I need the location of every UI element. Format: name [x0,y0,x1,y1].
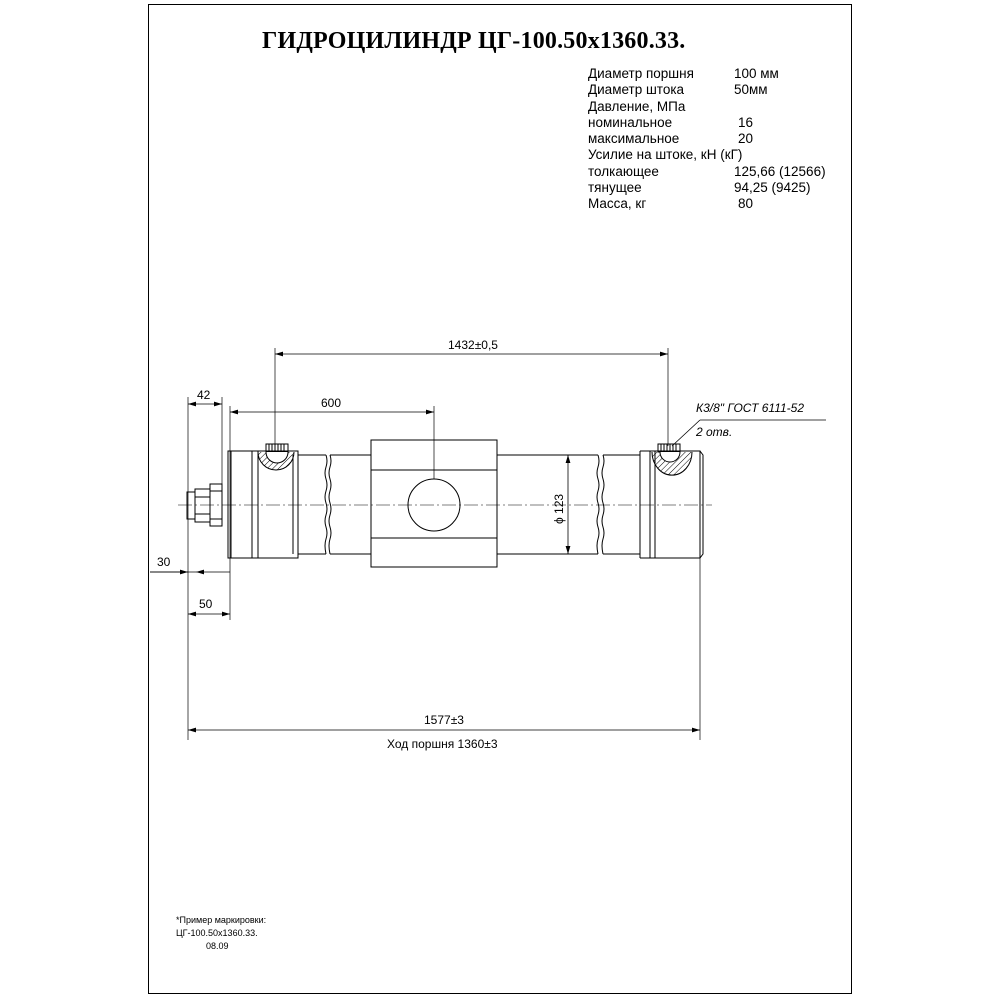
dim-text-to-center-port: 600 [321,396,341,410]
spec-value: 80 [738,196,754,212]
dim-text-stroke: Ход поршня 1360±3 [387,737,498,751]
dim-text-body-diameter: ϕ 123 [552,494,566,524]
dim-text-rod-offset: 42 [197,388,211,402]
gland-flange [227,450,232,559]
callout-thread-text: К3/8" ГОСТ 6111-52 [696,401,804,415]
port-left [257,443,295,471]
spec-label: Диаметр поршня [588,66,694,81]
spec-value: 125,66 (12566) [734,163,826,179]
marking-line-1: *Пример маркировки: [176,915,267,925]
spec-label: Масса, кг [588,196,647,212]
spec-label: толкающее [588,163,659,179]
callout-leader [671,419,826,447]
spec-label: тянущее [588,180,642,196]
barrel-right-segment [497,451,641,558]
barrel-left-segment [292,454,371,555]
dim-text-rod-length: 50 [199,597,213,611]
spec-label: Давление, МПа [588,98,686,114]
spec-value: 50мм [734,82,768,98]
extension-lines [150,348,701,740]
marking-example: *Пример маркировки: ЦГ-100.50х1360.33. 0… [176,914,266,953]
spec-value: 100 мм [734,66,779,81]
marking-line-2: ЦГ-100.50х1360.33. [176,928,258,938]
spec-label: максимальное [588,131,680,147]
marking-line-3: 08.09 [206,941,229,951]
dim-text-port-spacing: 1432±0,5 [448,338,498,352]
spec-value: 16 [738,114,754,130]
front-end-cap [231,450,299,559]
spec-label: номинальное [588,114,673,130]
spec-label: Диаметр штока [588,82,685,98]
spec-value: 20 [738,131,754,147]
port-right [651,443,693,476]
drawing-title: ГИДРОЦИЛИНДР ЦГ-100.50х1360.33. [262,28,686,54]
spec-label: Усилие на штоке, кН (кГ) [588,147,743,163]
dim-text-overall-length: 1577±3 [424,713,464,727]
rod-end-nut [186,483,223,527]
dim-text-rod-left: 30 [157,555,171,569]
drawing-sheet-border [148,4,852,994]
callout-count-text: 2 отв. [695,425,732,439]
spec-value: 94,25 (9425) [734,180,811,196]
